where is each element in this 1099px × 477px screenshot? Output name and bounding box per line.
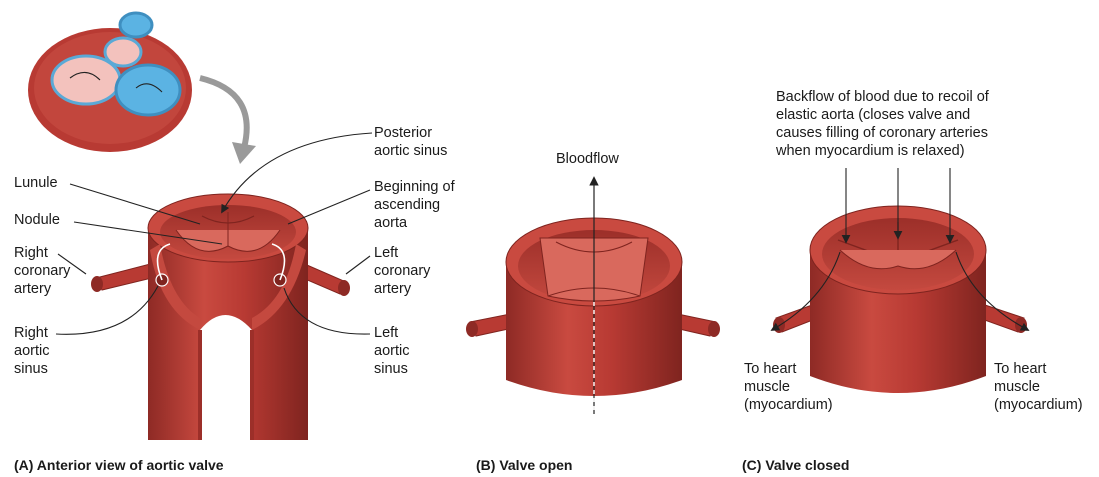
label-to-heart-muscle-left: To heart muscle (myocardium) [744,360,833,414]
label-right-coronary-artery: Right coronary artery [14,244,70,298]
heart-thumbnail [28,13,192,152]
caption-panel-b: (B) Valve open [476,457,572,473]
label-beginning-ascending-aorta: Beginning of ascending aorta [374,178,455,232]
label-left-aortic-sinus: Left aortic sinus [374,324,409,378]
caption-panel-a: (A) Anterior view of aortic valve [14,457,224,473]
label-nodule: Nodule [14,211,60,229]
label-to-heart-muscle-right: To heart muscle (myocardium) [994,360,1083,414]
label-backflow: Backflow of blood due to recoil of elast… [776,88,989,160]
view-arrowhead [232,142,256,164]
view-arrow [200,78,247,148]
label-lunule: Lunule [14,174,58,192]
aorta-valve-open [466,218,720,396]
label-left-coronary-artery: Left coronary artery [374,244,430,298]
label-posterior-aortic-sinus: Posterior aortic sinus [374,124,447,160]
caption-panel-c: (C) Valve closed [742,457,849,473]
label-bloodflow: Bloodflow [556,150,619,168]
label-right-aortic-sinus: Right aortic sinus [14,324,49,378]
